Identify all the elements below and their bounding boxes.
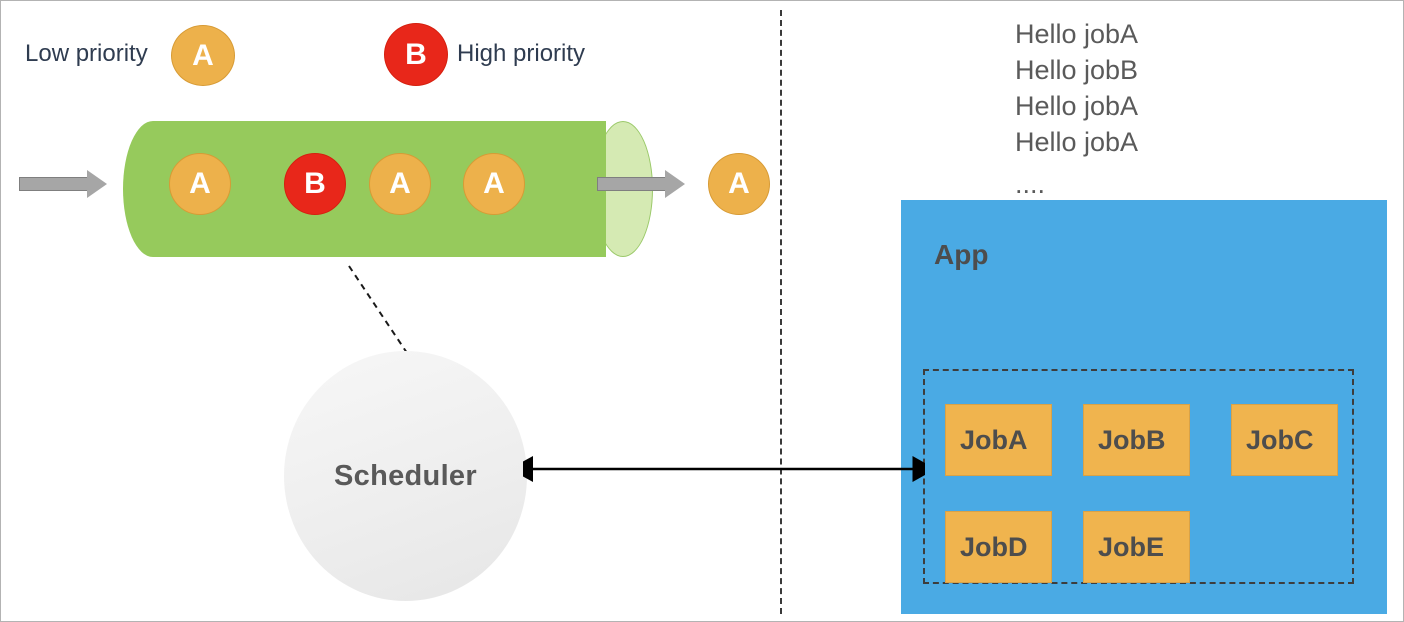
console-ellipsis: .... (1015, 169, 1046, 199)
scheduler-node: Scheduler (284, 351, 527, 601)
job-box-c[interactable]: JobC (1231, 404, 1338, 476)
queued-token-4: A (463, 153, 525, 215)
section-divider (780, 10, 782, 614)
enqueue-arrow-shaft (19, 177, 89, 191)
jobs-group: JobA JobB JobC JobD JobE (923, 369, 1354, 584)
queued-token-1: A (169, 153, 231, 215)
queued-token-2: B (284, 153, 346, 215)
console-line-2: Hello jobB (1015, 55, 1139, 85)
scheduler-label: Scheduler (334, 459, 477, 492)
console-line-3: Hello jobA (1015, 91, 1139, 121)
job-box-e[interactable]: JobE (1083, 511, 1190, 583)
job-box-d[interactable]: JobD (945, 511, 1052, 583)
console-line-1: Hello jobA (1015, 19, 1139, 49)
console-line-4: Hello jobA (1015, 127, 1139, 157)
legend-high-priority-label: High priority (457, 40, 586, 67)
app-title: App (934, 239, 989, 270)
queued-token-3: A (369, 153, 431, 215)
job-box-b[interactable]: JobB (1083, 404, 1190, 476)
legend-high-priority-token: B (384, 23, 448, 86)
legend-low-priority-token: A (171, 25, 235, 86)
legend-low-priority-label: Low priority (25, 40, 148, 67)
dequeue-arrow-head (665, 170, 685, 198)
scheduler-app-link-arrow (523, 456, 925, 482)
job-box-a[interactable]: JobA (945, 404, 1052, 476)
dequeued-token: A (708, 153, 770, 215)
enqueue-arrow-head (87, 170, 107, 198)
scheduler-leader-line (348, 265, 410, 357)
app-container: App JobA JobB JobC JobD JobE (901, 200, 1387, 614)
dequeue-arrow-shaft (597, 177, 667, 191)
